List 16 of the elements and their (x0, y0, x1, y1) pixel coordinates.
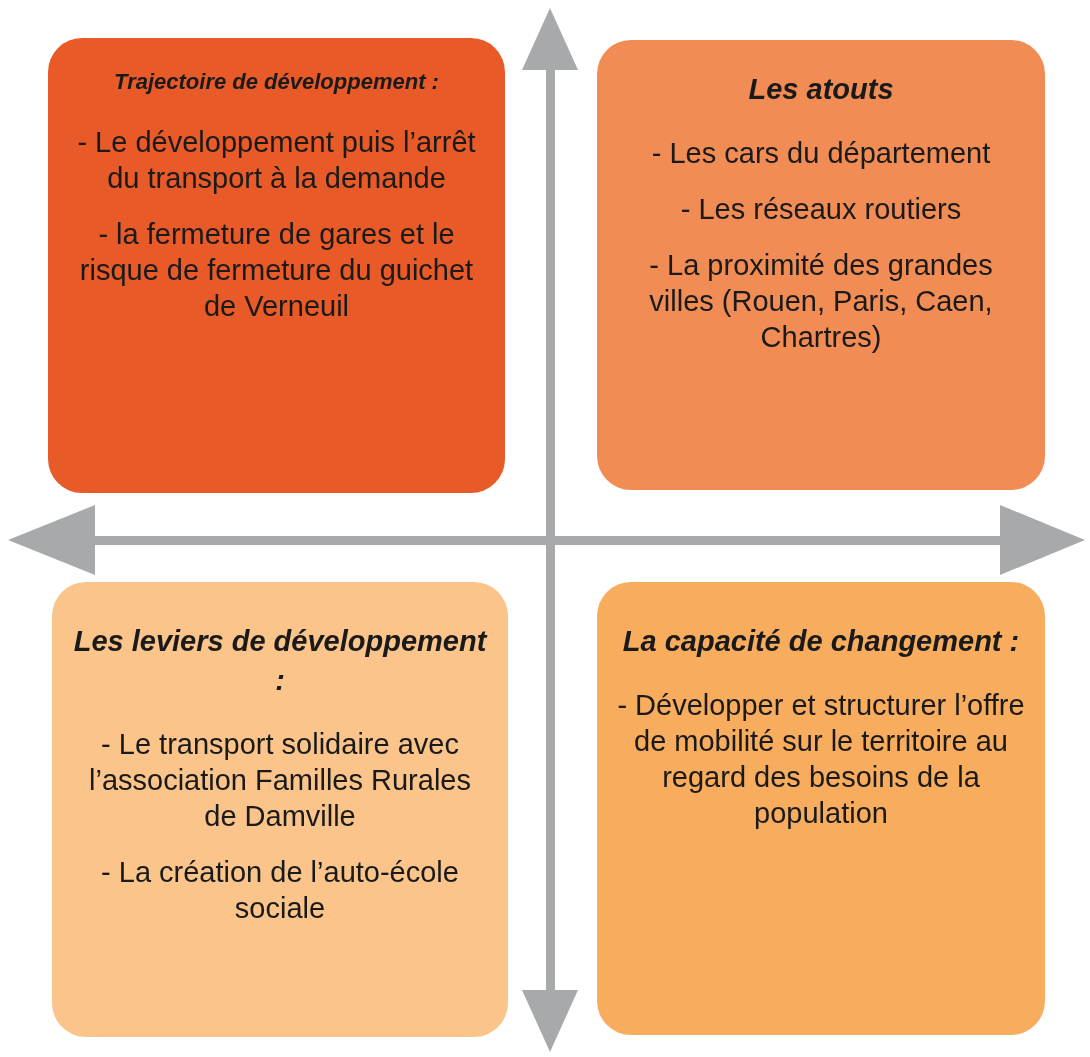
quadrant-card (597, 582, 1045, 1035)
card-heading: Les atouts (747, 72, 895, 107)
card-heading: Les leviers de développement : (72, 624, 489, 698)
list-item: - La création de l’auto-école sociale (100, 855, 460, 926)
card-heading: La capacité de changement : (621, 624, 1021, 659)
list-item: - Les réseaux routiers (679, 192, 963, 227)
list-item: - Le développement puis l’arrêt du transport à la demande (76, 125, 477, 196)
list-item: - Le transport solidaire avec l’association Familles Rurales de Damville (88, 727, 472, 834)
quadrant-card (48, 38, 505, 493)
quadrant-card (52, 582, 508, 1037)
list-item: - la fermeture de gares et le risque de fermeture du guichet de Verneuil (78, 217, 475, 324)
list-item: - Développer et structurer l’offre de mobilité sur le territoire au regard des besoins de la population (616, 688, 1026, 831)
quadrant-card (597, 40, 1045, 490)
list-item: - Les cars du département (650, 136, 992, 171)
list-item: - La proximité des grandes villes (Rouen, Paris, Caen, Chartres) (648, 248, 994, 355)
card-heading: Trajectoire de développement : (113, 68, 440, 96)
